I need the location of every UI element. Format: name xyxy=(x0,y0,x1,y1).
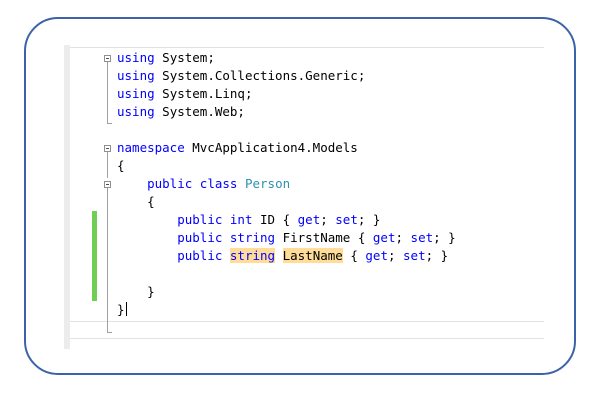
code-token xyxy=(275,248,283,263)
current-line-rule xyxy=(70,321,544,322)
code-line[interactable]: using System.Collections.Generic; xyxy=(117,67,456,85)
code-token: ID { xyxy=(252,212,298,227)
fold-guide-end xyxy=(107,332,112,333)
editor-margin xyxy=(64,45,70,349)
code-token: get xyxy=(297,212,321,227)
code-token: ; } xyxy=(425,248,449,263)
screenshot-frame: using System;using System.Collections.Ge… xyxy=(24,17,576,375)
code-line[interactable]: using System.Web; xyxy=(117,103,456,121)
code-text[interactable]: using System;using System.Collections.Ge… xyxy=(117,49,456,319)
code-token: using xyxy=(117,104,155,119)
code-token: set xyxy=(335,212,358,227)
code-token: public xyxy=(147,176,193,191)
code-line[interactable]: public string LastName { get; set; } xyxy=(117,247,456,265)
code-token: FirstName { xyxy=(275,230,373,245)
code-token xyxy=(222,212,230,227)
code-token: public xyxy=(177,248,223,263)
current-line-rule-bottom xyxy=(70,338,544,339)
code-line[interactable]: public int ID { get; set; } xyxy=(117,211,456,229)
code-token: ; xyxy=(320,212,336,227)
editor-top-rule xyxy=(70,47,544,48)
code-line[interactable]: public string FirstName { get; set; } xyxy=(117,229,456,247)
change-indicator-bar xyxy=(92,211,97,301)
indent xyxy=(117,212,177,227)
code-token: System.Linq; xyxy=(154,86,253,101)
code-token xyxy=(222,230,230,245)
code-editor[interactable]: using System;using System.Collections.Ge… xyxy=(64,45,544,349)
code-line[interactable]: namespace MvcApplication4.Models xyxy=(117,139,456,157)
fold-collapse-icon[interactable] xyxy=(104,145,111,152)
indent xyxy=(117,176,147,191)
code-token: { xyxy=(147,194,155,209)
code-token: public xyxy=(177,230,223,245)
code-token: int xyxy=(229,212,253,227)
code-token xyxy=(192,176,200,191)
fold-guide-class xyxy=(107,188,108,332)
code-line[interactable]: { xyxy=(117,157,456,175)
fold-guide-end xyxy=(107,123,112,124)
code-token: class xyxy=(199,176,238,191)
code-token: get xyxy=(365,248,388,263)
code-token: get xyxy=(372,230,396,245)
code-token: ; } xyxy=(357,212,381,227)
code-token: Person xyxy=(244,176,291,191)
indent xyxy=(117,284,147,299)
code-token xyxy=(222,248,230,263)
code-token: System.Collections.Generic; xyxy=(154,68,366,83)
code-token: MvcApplication4.Models xyxy=(184,140,358,155)
code-token: using xyxy=(117,50,155,65)
code-token: { xyxy=(117,158,125,173)
code-token: LastName xyxy=(282,248,343,263)
code-token: ; } xyxy=(433,230,456,245)
code-token: System; xyxy=(154,50,215,65)
text-caret xyxy=(125,302,127,316)
code-token: public xyxy=(177,212,223,227)
code-token: System.Web; xyxy=(154,104,245,119)
code-token: } xyxy=(147,284,155,299)
code-token: ; xyxy=(387,248,404,263)
code-token: using xyxy=(117,86,155,101)
code-line[interactable]: } xyxy=(117,301,456,319)
code-line[interactable]: using System.Linq; xyxy=(117,85,456,103)
code-line[interactable] xyxy=(117,121,456,139)
code-token: string xyxy=(229,230,276,245)
fold-guide-usings xyxy=(107,62,108,124)
fold-guide-namespace xyxy=(107,152,108,178)
code-token: using xyxy=(117,68,155,83)
code-token xyxy=(237,176,245,191)
indent xyxy=(117,194,147,209)
fold-collapse-icon[interactable] xyxy=(104,181,111,188)
code-line[interactable]: { xyxy=(117,193,456,211)
code-token: ; xyxy=(395,230,411,245)
code-token: } xyxy=(117,302,125,317)
code-token: { xyxy=(342,248,366,263)
code-token: namespace xyxy=(117,140,185,155)
code-line[interactable]: using System; xyxy=(117,49,456,67)
indent xyxy=(117,230,177,245)
fold-collapse-icon[interactable] xyxy=(104,55,111,62)
code-token: set xyxy=(410,230,434,245)
code-token: set xyxy=(403,248,426,263)
indent xyxy=(117,248,177,263)
code-line[interactable] xyxy=(117,265,456,283)
code-token: string xyxy=(229,248,276,263)
code-line[interactable]: } xyxy=(117,283,456,301)
code-line[interactable]: public class Person xyxy=(117,175,456,193)
